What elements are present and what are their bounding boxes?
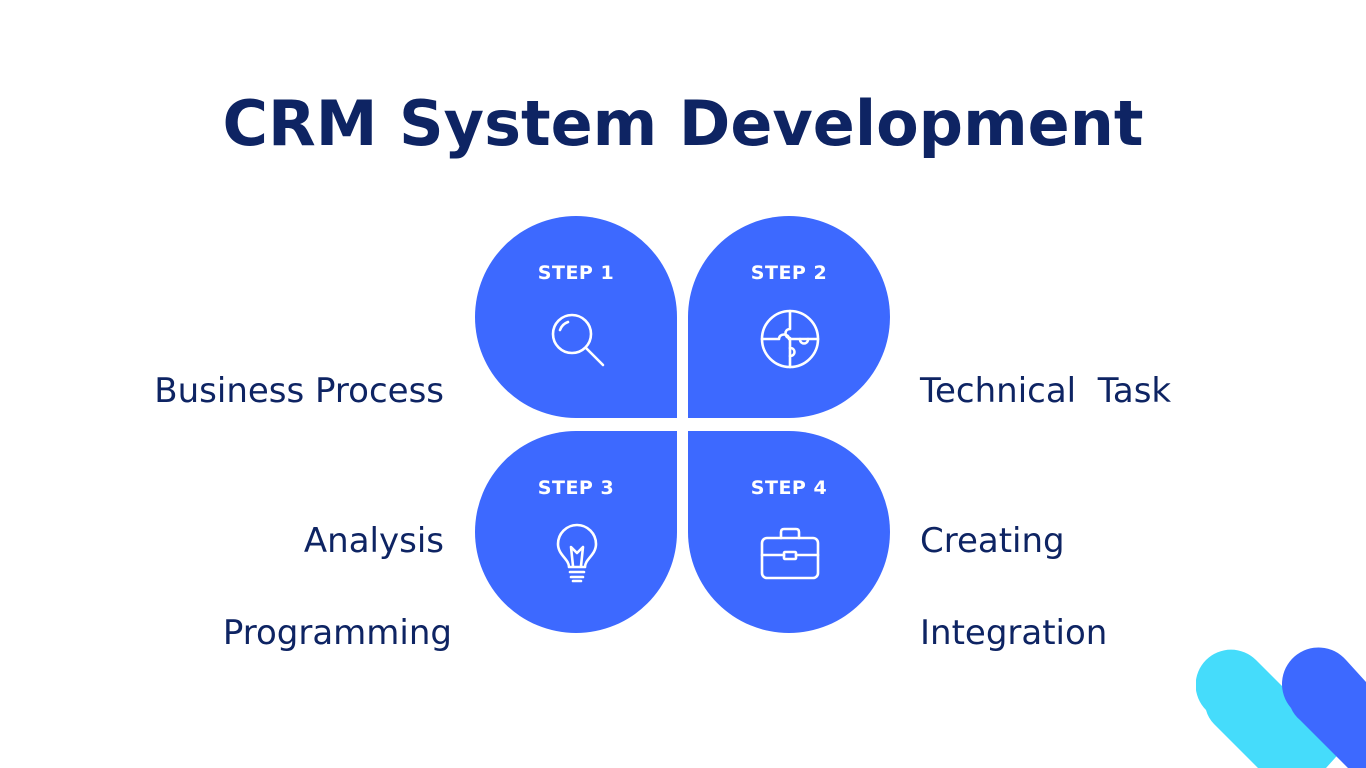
step-3-title: STEP 3 [537, 477, 615, 499]
decoration-dark-shape [1282, 647, 1366, 768]
step-3-label: Programming [223, 508, 452, 708]
step-2-petal: STEP 2 [688, 216, 890, 418]
step-2-label-line2: Creating [920, 521, 1065, 561]
step-1-title: STEP 1 [537, 262, 615, 284]
step-4-label-line1: Integration [920, 613, 1108, 653]
step-4-label: Integration [920, 508, 1107, 708]
step-2-title: STEP 2 [750, 262, 828, 284]
lightbulb-icon [556, 523, 598, 583]
step-2-label-line1: Technical Task [920, 371, 1172, 411]
step-3-label-line1: Programming [222, 613, 452, 653]
step-4-petal: STEP 4 [688, 431, 890, 633]
decoration-light-shape [1196, 649, 1344, 768]
step-4-title: STEP 4 [750, 477, 828, 499]
corner-decoration [1196, 647, 1366, 768]
briefcase-icon [760, 527, 820, 580]
step-2-label: Technical Task Creating [920, 266, 1171, 616]
page-title: CRM System Development [222, 87, 1144, 160]
step-1-petal: STEP 1 [475, 216, 677, 418]
magnifier-icon [551, 313, 605, 367]
puzzle-icon [760, 309, 820, 369]
step-1-label: Business Process Analysis [154, 266, 444, 616]
step-1-label-line1: Business Process [154, 371, 444, 411]
step-1-label-line2: Analysis [303, 521, 444, 561]
step-3-petal: STEP 3 [475, 431, 677, 633]
